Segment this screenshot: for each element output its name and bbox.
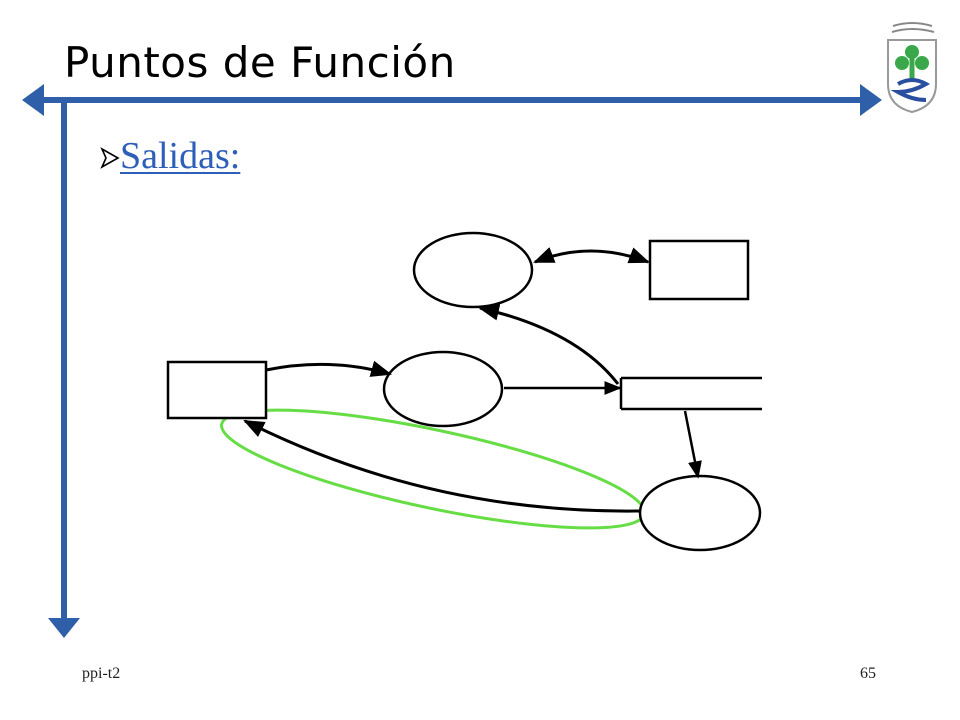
process-middle xyxy=(382,350,504,428)
process-top xyxy=(412,231,534,309)
flow-process-top-entity xyxy=(533,247,650,264)
data-store xyxy=(619,376,762,411)
bullet-item: Salidas: xyxy=(100,134,240,178)
flow-store-to-process-bottom xyxy=(683,410,702,479)
page-number: 65 xyxy=(860,665,876,682)
footer-label: ppi-t2 xyxy=(82,665,121,682)
external-entity-top-right xyxy=(648,239,750,301)
arrowhead-bullet-icon xyxy=(100,147,120,169)
salidas-link[interactable]: Salidas: xyxy=(120,135,241,177)
flow-output-to-entity xyxy=(243,419,641,513)
frame-vertical-arrow xyxy=(48,102,80,638)
slide-title: Puntos de Función xyxy=(64,38,456,87)
process-bottom xyxy=(638,474,762,552)
data-flow-diagram xyxy=(166,231,762,552)
flow-store-to-process-top xyxy=(477,304,620,385)
university-crest-logo xyxy=(887,22,937,114)
frame-horizontal-arrow xyxy=(22,84,882,116)
external-entity-left xyxy=(166,360,268,420)
flow-entity-to-process-middle xyxy=(265,360,393,377)
